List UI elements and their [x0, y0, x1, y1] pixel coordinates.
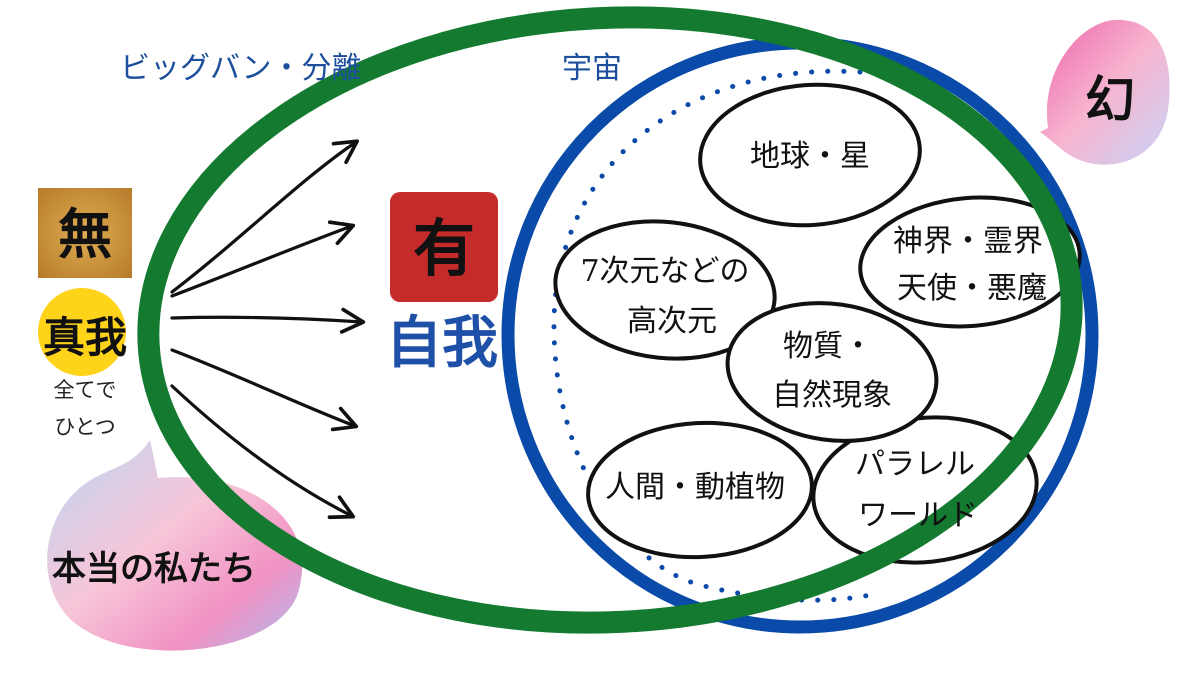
arrow-5: [170, 384, 356, 520]
realm-parallel-line2: ワールド: [858, 498, 978, 533]
being-ring: [137, 6, 1083, 634]
realm-divine-line1: 神界・霊界: [893, 224, 1043, 259]
ego-label: 自我: [386, 311, 498, 376]
realm-higher-dim-line1: 7次元などの: [580, 254, 749, 289]
separation-arrows: [170, 139, 366, 520]
realm-humans: 人間・動植物: [605, 470, 785, 505]
arrow-2: [170, 220, 356, 298]
true-self-badge: [38, 288, 126, 376]
realm-matter-outline: [725, 301, 939, 443]
maboroshi-label: 幻: [1085, 71, 1135, 129]
arrow-1: [170, 139, 359, 294]
universe-label: 宇宙: [562, 51, 622, 86]
realm-matter-line1: 物質・: [783, 329, 873, 364]
nothing-badge: [38, 188, 132, 278]
realm-earth-stars: 地球・星: [750, 139, 870, 174]
realm-humans-outline: [586, 420, 814, 560]
realm-divine-line2: 天使・悪魔: [897, 271, 1047, 306]
speech-bubble-maboroshi: [1040, 19, 1170, 165]
all-one-line1: 全てで: [54, 378, 117, 402]
being-badge: [390, 192, 498, 302]
realm-divine-outline: [858, 195, 1082, 329]
realm-parallel-line1: パラレル: [855, 447, 975, 482]
realm-higher-dim-line2: 高次元: [627, 304, 717, 339]
being-label: 有: [413, 212, 475, 285]
realm-outlines: [553, 82, 1082, 565]
true-self-label: 真我: [43, 313, 127, 362]
nothing-label: 無: [58, 203, 112, 266]
arrow-4: [170, 348, 359, 432]
all-one-line2: ひとつ: [54, 415, 116, 439]
realm-higher-dim-outline: [553, 219, 777, 361]
big-bang-label: ビッグバン・分離: [120, 51, 362, 86]
arrow-3: [170, 307, 366, 334]
realm-matter-line2: 自然現象: [772, 378, 892, 413]
real-us-label: 本当の私たち: [52, 549, 256, 589]
realm-earth-stars-outline: [698, 82, 922, 228]
speech-bubble-real-us: [47, 440, 303, 651]
